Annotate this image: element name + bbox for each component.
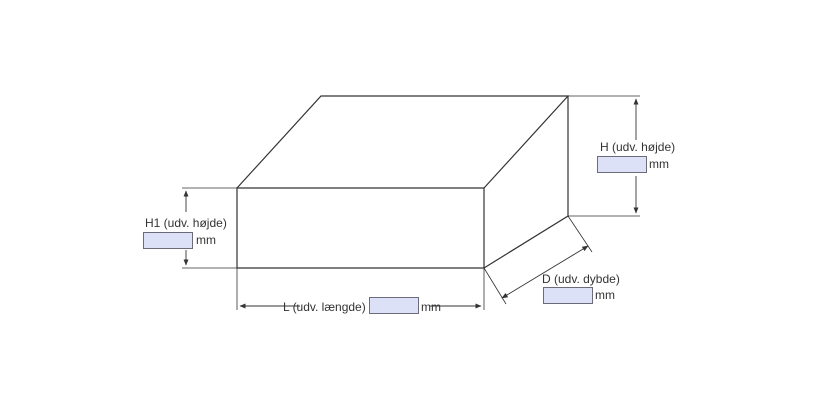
height-input[interactable] — [597, 156, 647, 173]
height-label: H (udv. højde) — [600, 140, 676, 154]
length-unit: mm — [421, 300, 441, 314]
length-input[interactable] — [369, 297, 419, 314]
depth-dimension-line — [501, 245, 589, 299]
height-front-label: H1 (udv. højde) — [145, 216, 227, 230]
box-side-face — [483, 96, 569, 269]
depth-unit: mm — [595, 288, 615, 302]
box-front-face — [236, 187, 485, 269]
height-front-unit: mm — [196, 233, 216, 247]
depth-label: D (udv. dybde) — [542, 272, 620, 286]
depth-input[interactable] — [543, 287, 593, 304]
length-label: L (udv. længde) — [283, 300, 366, 314]
height-front-input[interactable] — [143, 232, 193, 249]
box-top-face — [236, 95, 570, 189]
height-unit: mm — [649, 157, 669, 171]
